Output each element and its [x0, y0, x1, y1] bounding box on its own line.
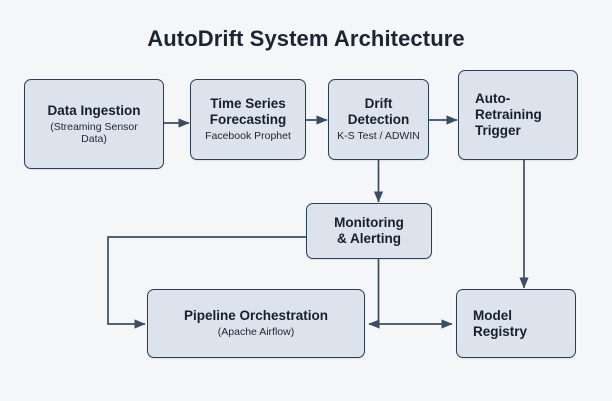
node-data-ingestion-subtitle: (Streaming Sensor Data) [50, 120, 138, 145]
node-model-registry[interactable]: Model Registry [456, 289, 576, 358]
node-time-series-forecasting[interactable]: Time Series Forecasting Facebook Prophet [190, 79, 306, 160]
node-auto-retraining-trigger-title: Auto- Retraining Trigger [475, 91, 542, 138]
page-title: AutoDrift System Architecture [147, 26, 465, 51]
node-monitoring-alerting-title: Monitoring & Alerting [334, 215, 404, 246]
node-pipeline-orchestration-title: Pipeline Orchestration [183, 308, 329, 324]
node-pipeline-orchestration-subtitle: (Apache Airflow) [217, 326, 295, 339]
node-time-series-forecasting-title: Time Series Forecasting [209, 96, 287, 128]
node-drift-detection-title: Drift Detection [347, 96, 410, 128]
connector-monitoring-to-pipeline-feedback [107, 236, 306, 329]
node-data-ingestion[interactable]: Data Ingestion (Streaming Sensor Data) [24, 79, 164, 169]
node-auto-retraining-trigger[interactable]: Auto- Retraining Trigger [458, 70, 578, 160]
node-drift-detection[interactable]: Drift Detection K-S Test / ADWIN [328, 79, 429, 160]
node-data-ingestion-title: Data Ingestion [47, 102, 141, 118]
node-model-registry-title: Model Registry [473, 307, 528, 339]
node-time-series-forecasting-subtitle: Facebook Prophet [205, 130, 291, 143]
node-monitoring-alerting[interactable]: Monitoring & Alerting [306, 203, 432, 259]
node-pipeline-orchestration[interactable]: Pipeline Orchestration (Apache Airflow) [147, 289, 365, 358]
node-drift-detection-subtitle: K-S Test / ADWIN [337, 130, 420, 143]
